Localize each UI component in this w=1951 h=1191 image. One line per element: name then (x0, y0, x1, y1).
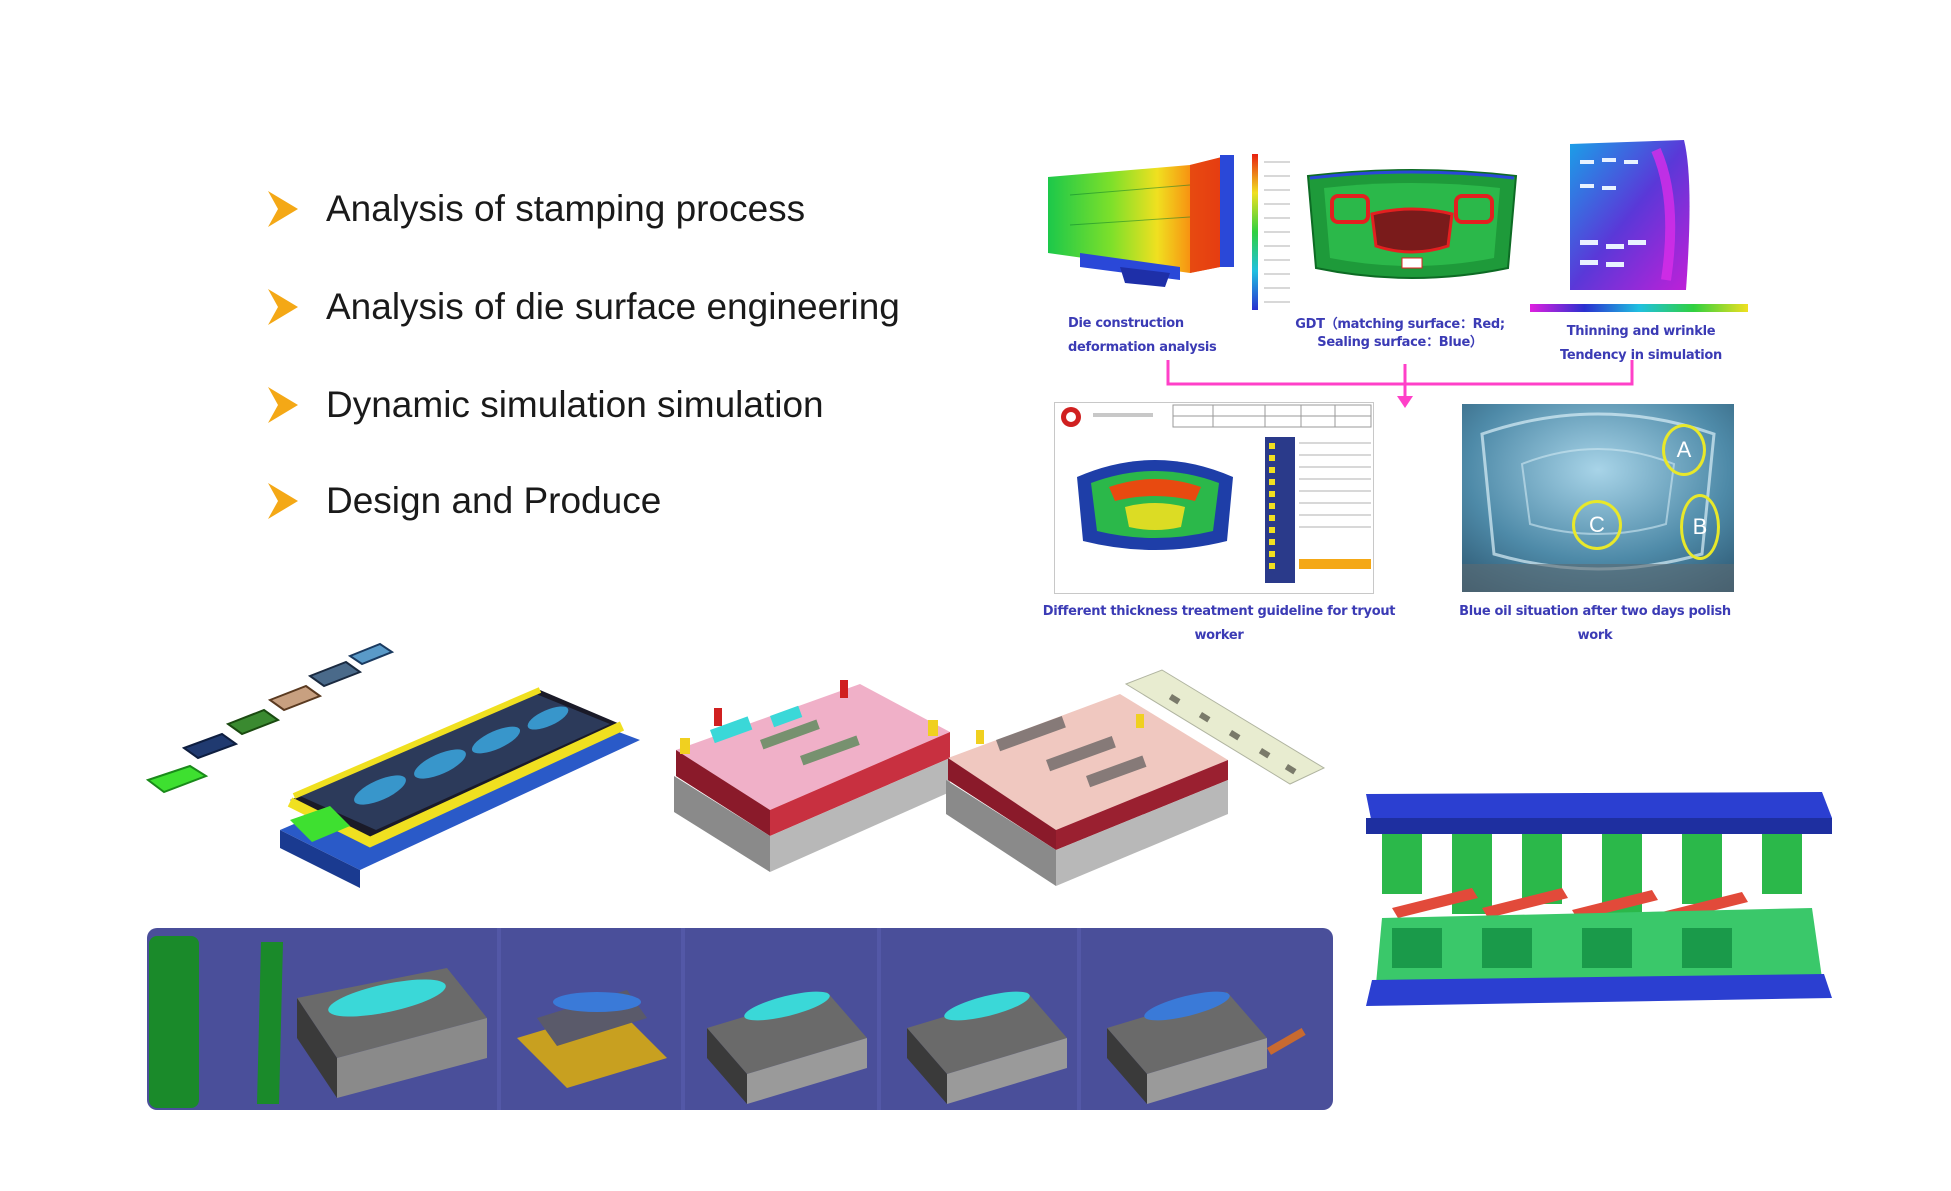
thinning-simulation-image (1570, 140, 1690, 290)
marker-b: B (1680, 494, 1720, 560)
transfer-die-image (946, 694, 1228, 886)
bullet-item: Design and Produce (266, 480, 661, 522)
bullet-text: Design and Produce (326, 480, 662, 521)
pink-die-image (674, 680, 950, 872)
chevron-right-icon (268, 387, 298, 423)
thickness-guideline-image (1061, 404, 1372, 583)
bullet-item: Analysis of die surface engineering (266, 286, 900, 328)
color-legend-image (1252, 154, 1290, 310)
cad-screenshots-strip (147, 928, 1333, 1110)
bullet-text: Analysis of die surface engineering (326, 286, 900, 327)
strip-layout-image (1124, 669, 1326, 785)
bullet-item: Analysis of stamping process (266, 188, 805, 230)
bullet-item: Dynamic simulation simulation (266, 384, 824, 426)
thinning-caption: Thinning and wrinkle Tendency in simulat… (1559, 324, 1722, 363)
gdt-surface-image (1306, 169, 1518, 279)
blue-oil-photo: A B C (1462, 404, 1734, 592)
gdt-caption: GDT（matching surface：Red; Sealing surfac… (1295, 317, 1505, 350)
die-deformation-caption: Die construction deformation analysis (1068, 316, 1217, 355)
chevron-right-icon (268, 289, 298, 325)
bullet-text: Analysis of stamping process (326, 188, 806, 229)
cad-screenshots-image (149, 928, 1306, 1110)
chevron-right-icon (268, 483, 298, 519)
blue-oil-caption: Blue oil situation after two days polish… (1459, 604, 1731, 643)
marker-c: C (1572, 500, 1622, 550)
thickness-guideline-caption: Different thickness treatment guideline … (1042, 604, 1396, 643)
progressive-die-image (145, 642, 640, 888)
chevron-right-icon (268, 191, 298, 227)
thickness-guideline-sheet (1054, 402, 1374, 594)
thinning-legend-bar (1530, 304, 1748, 312)
blue-die-assembly-image (1366, 792, 1832, 1006)
die-deformation-image (1048, 155, 1234, 287)
marker-a: A (1662, 424, 1706, 476)
connector-lines (1166, 360, 1634, 408)
bullet-text: Dynamic simulation simulation (326, 384, 824, 425)
